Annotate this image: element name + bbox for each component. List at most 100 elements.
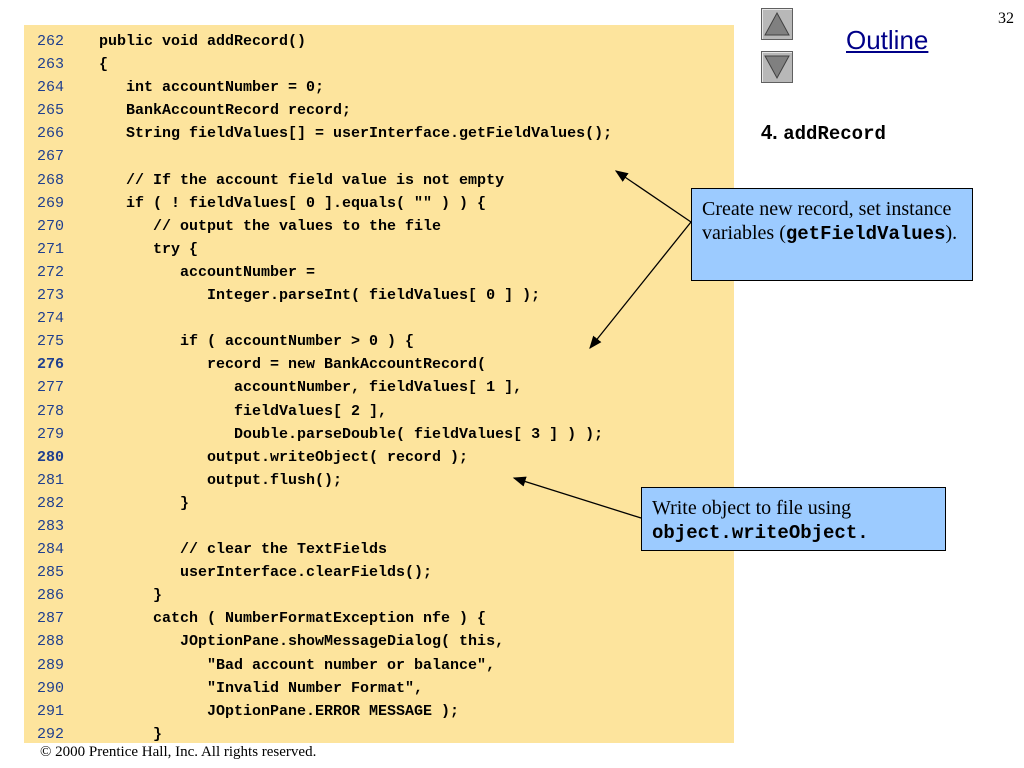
code-line: 271 try { — [24, 238, 734, 261]
code-text: userInterface.clearFields(); — [99, 564, 433, 582]
code-text: "Bad account number or balance", — [99, 656, 496, 674]
code-line: 274 — [24, 307, 734, 330]
callout-2-code: object.writeObject. — [652, 522, 869, 545]
line-number: 279 — [37, 425, 65, 443]
code-line: 275 if ( accountNumber > 0 ) { — [24, 330, 734, 353]
line-number: 283 — [37, 517, 65, 535]
code-text: Integer.parseInt( fieldValues[ 0 ] ); — [99, 287, 541, 305]
outline-link[interactable]: Outline — [846, 25, 929, 55]
code-text: // output the values to the file — [99, 217, 442, 235]
line-number: 277 — [37, 379, 65, 397]
line-number: 268 — [37, 171, 65, 189]
code-text: { — [99, 56, 109, 74]
triangle-down-icon — [764, 55, 790, 80]
code-line: 269 if ( ! fieldValues[ 0 ].equals( "" )… — [24, 192, 734, 215]
copyright-footer: © 2000 Prentice Hall, Inc. All rights re… — [40, 744, 317, 760]
previous-slide-button[interactable] — [761, 8, 793, 40]
code-text: // clear the TextFields — [99, 541, 388, 559]
code-line: 286 } — [24, 584, 734, 607]
line-number: 292 — [37, 725, 65, 743]
code-line: 279 Double.parseDouble( fieldValues[ 3 ]… — [24, 423, 734, 446]
line-number: 289 — [37, 656, 65, 674]
callout-2-text: Write object to file using — [652, 497, 852, 519]
code-text: } — [99, 725, 163, 743]
code-text: JOptionPane.showMessageDialog( this, — [99, 633, 505, 651]
code-line: 290 "Invalid Number Format", — [24, 677, 734, 700]
code-text: JOptionPane.ERROR MESSAGE ); — [99, 702, 460, 720]
line-number: 273 — [37, 287, 65, 305]
code-line: 284 // clear the TextFields — [24, 538, 734, 561]
line-number: 278 — [37, 402, 65, 420]
line-number: 263 — [37, 56, 65, 74]
line-number: 270 — [37, 217, 65, 235]
code-line: 264 int accountNumber = 0; — [24, 76, 734, 99]
line-number: 275 — [37, 333, 65, 351]
code-text: accountNumber = — [99, 263, 316, 281]
line-number: 291 — [37, 702, 65, 720]
next-slide-button[interactable] — [761, 51, 793, 83]
code-text: public void addRecord() — [99, 33, 307, 50]
line-number: 281 — [37, 471, 65, 489]
code-line: 272 accountNumber = — [24, 261, 734, 284]
code-text: fieldValues[ 2 ], — [99, 402, 388, 420]
code-line: 263 { — [24, 53, 734, 76]
code-lines: 262 public void addRecord() 263 {264 int ac… — [24, 30, 734, 743]
code-text: } — [99, 494, 190, 512]
outline-item: 4. addRecord — [761, 122, 886, 145]
code-line: 292 } — [24, 723, 734, 743]
line-number: 269 — [37, 194, 65, 212]
line-number: 284 — [37, 541, 65, 559]
callout-1-text: Create new record, set instance variable… — [702, 198, 952, 245]
code-line: 288 JOptionPane.showMessageDialog( this, — [24, 630, 734, 653]
code-text: "Invalid Number Format", — [99, 679, 424, 697]
code-line: 278 fieldValues[ 2 ], — [24, 400, 734, 423]
code-line: 285 userInterface.clearFields(); — [24, 561, 734, 584]
code-text: record = new BankAccountRecord( — [99, 356, 487, 374]
code-text: catch ( NumberFormatException nfe ) { — [99, 610, 487, 628]
code-line: 283 — [24, 515, 734, 538]
line-number: 272 — [37, 263, 65, 281]
line-number: 266 — [37, 125, 65, 143]
outline-item-code: addRecord — [783, 123, 886, 145]
line-number: 282 — [37, 494, 65, 512]
line-number: 288 — [37, 633, 65, 651]
callout-1-code: getFieldValues — [785, 223, 946, 246]
code-line: 287 catch ( NumberFormatException nfe ) … — [24, 607, 734, 630]
line-number: 287 — [37, 610, 65, 628]
code-text: String fieldValues[] = userInterface.get… — [99, 125, 613, 143]
code-line: 266 String fieldValues[] = userInterface… — [24, 122, 734, 145]
slide-number: 32 — [998, 10, 1014, 27]
line-number: 290 — [37, 679, 65, 697]
code-line: 281 output.flush(); — [24, 469, 734, 492]
code-text: accountNumber, fieldValues[ 1 ], — [99, 379, 523, 397]
code-text: // If the account field value is not emp… — [99, 171, 505, 189]
callout-create-record: Create new record, set instance variable… — [691, 188, 973, 281]
line-number: 274 — [37, 310, 65, 328]
code-text: BankAccountRecord record; — [99, 102, 352, 120]
code-line: 262 public void addRecord() — [24, 30, 734, 53]
code-text: try { — [99, 240, 199, 258]
code-line: 289 "Bad account number or balance", — [24, 654, 734, 677]
callout-1-text-end: ). — [945, 222, 958, 245]
line-number: 264 — [37, 79, 65, 97]
code-line: 280 output.writeObject( record ); — [24, 446, 734, 469]
code-line: 267 — [24, 145, 734, 168]
code-text: } — [99, 587, 163, 605]
line-number: 267 — [37, 148, 65, 166]
code-line: 273 Integer.parseInt( fieldValues[ 0 ] )… — [24, 284, 734, 307]
line-number: 265 — [37, 102, 65, 120]
code-text: Double.parseDouble( fieldValues[ 3 ] ) )… — [99, 425, 604, 443]
code-line: 276 record = new BankAccountRecord( — [24, 353, 734, 376]
callout-write-object: Write object to file using object.writeO… — [641, 487, 946, 551]
code-text: int accountNumber = 0; — [99, 79, 325, 97]
code-line: 291 JOptionPane.ERROR MESSAGE ); — [24, 700, 734, 723]
code-text: if ( accountNumber > 0 ) { — [99, 333, 415, 351]
code-line: 282 } — [24, 492, 734, 515]
line-number: 262 — [37, 33, 65, 50]
code-line: 277 accountNumber, fieldValues[ 1 ], — [24, 376, 734, 399]
line-number: 285 — [37, 564, 65, 582]
code-listing-panel: 262 public void addRecord() 263 {264 int ac… — [24, 25, 734, 743]
code-text: output.writeObject( record ); — [99, 448, 469, 466]
code-line: 265 BankAccountRecord record; — [24, 99, 734, 122]
outline-item-number: 4. — [761, 122, 784, 144]
